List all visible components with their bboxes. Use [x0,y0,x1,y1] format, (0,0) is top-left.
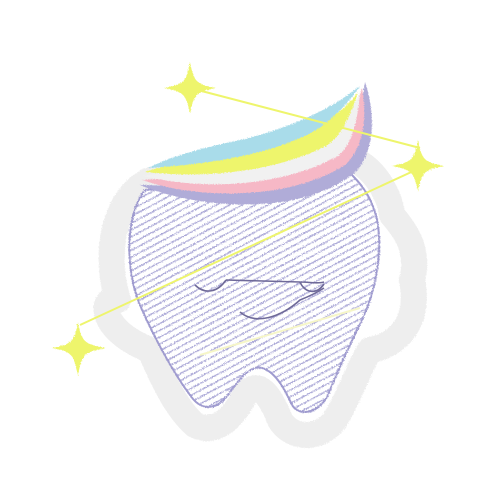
tooth-outline-glow [93,147,428,448]
sparkle-lines [79,87,421,356]
sparkle-right [392,140,444,192]
sparkle-bottom-left [52,322,106,376]
tooth-face [194,279,325,320]
tooth-body [128,173,381,414]
toothpaste-swirl [140,82,372,205]
sparkle-top-left [164,62,216,114]
